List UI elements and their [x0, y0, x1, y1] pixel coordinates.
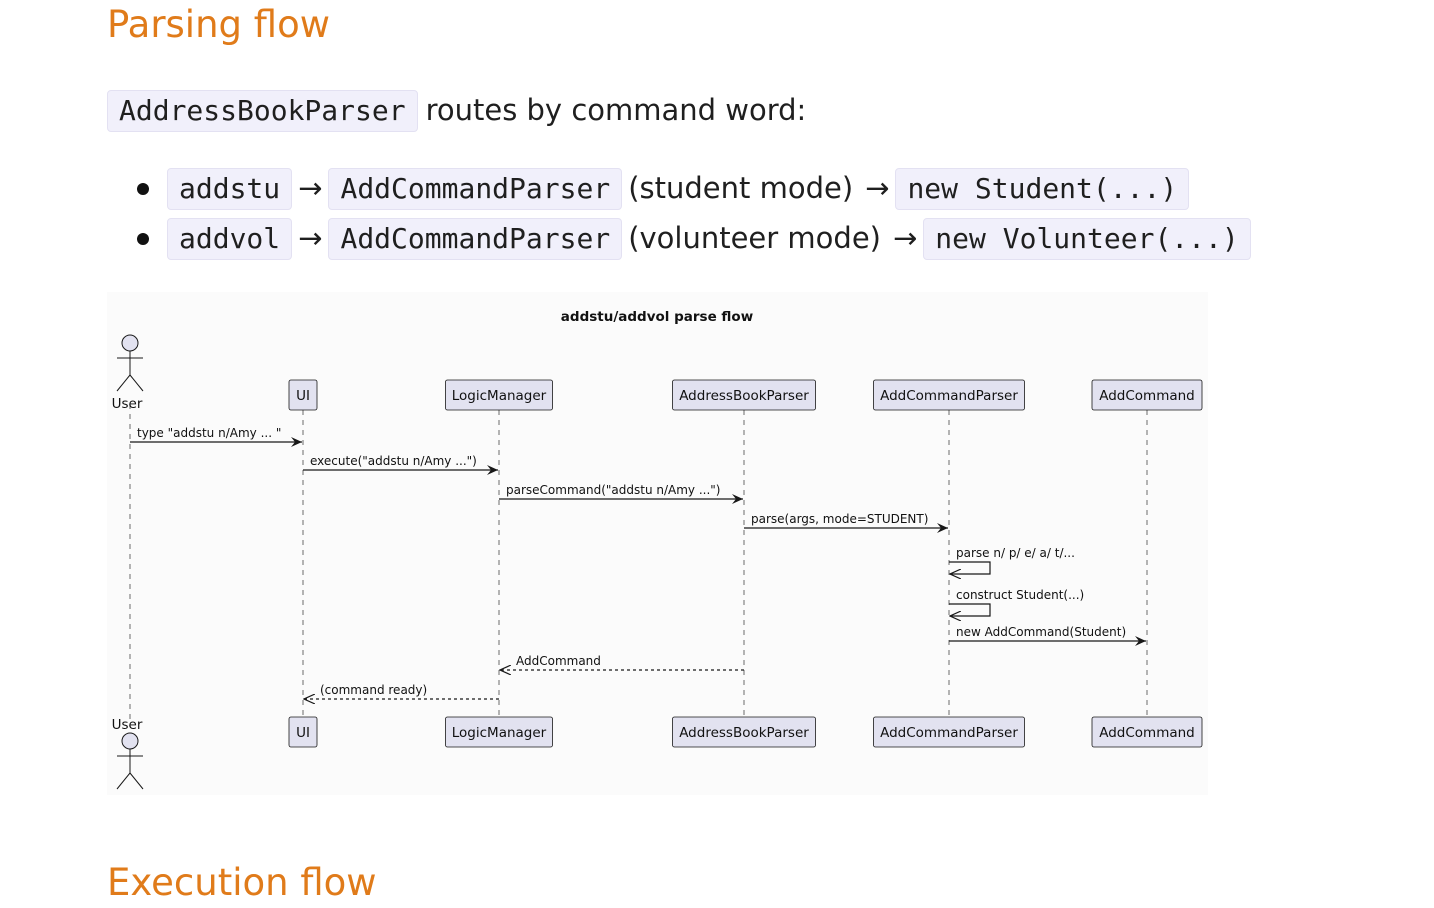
inline-code-addressbookparser: AddressBookParser [107, 90, 418, 132]
participant-ui-top: UI [288, 379, 318, 411]
inline-code-result: new Volunteer(...) [923, 218, 1251, 260]
svg-text:AddCommandParser: AddCommandParser [880, 388, 1018, 404]
actor-label-bottom: User [112, 717, 143, 733]
mode-text: (student mode) [628, 171, 854, 205]
actor-label-top: User [112, 396, 143, 412]
message-label: AddCommand [516, 654, 601, 668]
actor-icon-bottom [116, 732, 144, 790]
section-heading-execution-flow: Execution flow [107, 861, 377, 904]
participant-addressbookparser-bottom: AddressBookParser [672, 716, 816, 748]
message-arrow: parse n/ p/ e/ a/ t/... [949, 546, 1075, 574]
svg-text:LogicManager: LogicManager [452, 388, 547, 404]
participant-addcommandparser-top: AddCommandParser [873, 379, 1025, 411]
actor-icon-top [116, 334, 144, 392]
message-label: parse n/ p/ e/ a/ t/... [956, 546, 1075, 560]
inline-code-parser: AddCommandParser [328, 168, 623, 210]
svg-text:LogicManager: LogicManager [452, 725, 547, 741]
participant-addcommandparser-bottom: AddCommandParser [873, 716, 1025, 748]
message-arrow: execute("addstu n/Amy ...") [303, 454, 498, 475]
list-item: addstu→AddCommandParser(student mode)→ne… [107, 168, 1251, 218]
message-label: parse(args, mode=STUDENT) [751, 512, 928, 526]
route-list: addstu→AddCommandParser(student mode)→ne… [107, 168, 1251, 268]
message-arrow: (command ready) [304, 683, 499, 699]
participant-ui-bottom: UI [288, 716, 318, 748]
message-arrow: AddCommand [500, 654, 744, 670]
svg-text:AddressBookParser: AddressBookParser [679, 725, 809, 741]
inline-code-result: new Student(...) [895, 168, 1190, 210]
inline-code-command: addstu [167, 168, 293, 210]
list-item: addvol→AddCommandParser(volunteer mode)→… [107, 218, 1251, 268]
svg-text:AddCommandParser: AddCommandParser [880, 725, 1018, 741]
message-arrow: type "addstu n/Amy ... " [130, 426, 302, 447]
participant-addcommand-top: AddCommand [1091, 379, 1203, 411]
intro-text: routes by command word: [425, 93, 807, 127]
message-label: construct Student(...) [956, 588, 1084, 602]
inline-code-command: addvol [167, 218, 293, 260]
message-arrow: construct Student(...) [949, 588, 1084, 616]
message-label: type "addstu n/Amy ... " [137, 426, 281, 440]
mode-text: (volunteer mode) [628, 221, 881, 255]
message-arrow: parse(args, mode=STUDENT) [744, 512, 948, 533]
diagram-title: addstu/addvol parse flow [561, 309, 753, 325]
participant-addcommand-bottom: AddCommand [1091, 716, 1203, 748]
arrow-icon: → [892, 221, 918, 255]
arrow-icon: → [865, 171, 890, 205]
svg-text:UI: UI [296, 388, 310, 404]
message-label: (command ready) [320, 683, 427, 697]
message-label: execute("addstu n/Amy ...") [310, 454, 477, 468]
participant-logicmanager-top: LogicManager [445, 379, 553, 411]
sequence-diagram-svg: addstu/addvol parse flow UserUserUIUILog… [112, 309, 1203, 790]
section-heading-parsing-flow: Parsing flow [107, 3, 330, 46]
svg-text:AddCommand: AddCommand [1099, 725, 1195, 741]
participant-logicmanager-bottom: LogicManager [445, 716, 553, 748]
svg-text:UI: UI [296, 725, 310, 741]
message-arrow: parseCommand("addstu n/Amy ...") [499, 483, 743, 504]
message-arrow: new AddCommand(Student) [949, 625, 1146, 646]
message-label: new AddCommand(Student) [956, 625, 1126, 639]
participant-addressbookparser-top: AddressBookParser [672, 379, 816, 411]
arrow-icon: → [298, 171, 323, 205]
message-label: parseCommand("addstu n/Amy ...") [506, 483, 721, 497]
svg-text:AddressBookParser: AddressBookParser [679, 388, 809, 404]
svg-text:AddCommand: AddCommand [1099, 388, 1195, 404]
inline-code-parser: AddCommandParser [328, 218, 623, 260]
arrow-icon: → [298, 221, 323, 255]
